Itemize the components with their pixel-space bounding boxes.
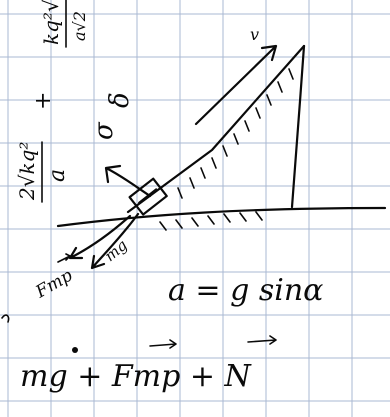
svg-text:+: + <box>31 92 56 110</box>
formula-left-fraction: 2√kq² a <box>15 141 70 203</box>
delta-rotated: δ <box>105 92 135 108</box>
incline-vertical <box>290 44 306 209</box>
gravity-label: mg <box>101 236 131 265</box>
friction-vector-mark <box>57 253 71 263</box>
gravity-arrow <box>90 212 140 270</box>
left-denominator: a <box>45 169 70 182</box>
left-numerator: 2√kq² <box>15 142 39 201</box>
acceleration-equation: a = g sinα <box>168 273 323 308</box>
svg-text:δ: δ <box>105 92 135 108</box>
friction-label: Fтр <box>32 266 77 303</box>
incline-hypotenuse <box>126 44 306 214</box>
friction-arrow <box>68 214 132 260</box>
svg-text:mg + Fтр + N: mg + Fтр + N <box>20 359 253 394</box>
block <box>128 177 168 216</box>
edge-mark <box>1 314 10 323</box>
normal-arrow <box>104 164 152 198</box>
top-denominator: a√2 <box>70 11 89 41</box>
ground-line <box>56 206 387 228</box>
formula-plus: + <box>31 92 56 110</box>
incline-hatching <box>159 68 294 231</box>
vector-sum-equation: mg + Fтр + N <box>20 335 277 394</box>
velocity-label: v <box>250 25 259 44</box>
sigma-rotated: σ <box>89 121 119 140</box>
velocity-arrow <box>194 44 278 126</box>
svg-text:σ: σ <box>89 121 119 140</box>
top-numerator: kq²√2 <box>39 0 63 45</box>
formula-top-fraction: kq²√2 a√2 <box>39 0 89 48</box>
